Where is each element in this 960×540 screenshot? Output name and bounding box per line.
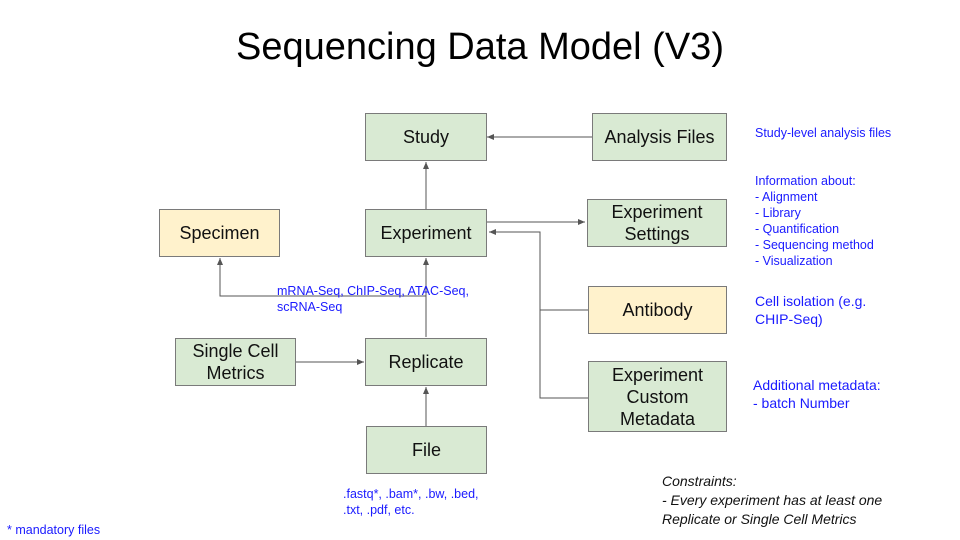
note-additional-metadata: Additional metadata: - batch Number xyxy=(753,377,881,411)
node-specimen: Specimen xyxy=(159,209,280,257)
edge-replicate-to-specimen xyxy=(217,258,426,297)
note-assay-types: mRNA-Seq, ChIP-Seq, ATAC-Seq, scRNA-Seq xyxy=(277,284,469,314)
edge-custom-metadata-branch xyxy=(539,310,588,399)
note-study-level: Study-level analysis files xyxy=(755,126,892,140)
note-mandatory-files: * mandatory files xyxy=(7,523,101,537)
constraints-note: Constraints: - Every experiment has at l… xyxy=(662,473,883,527)
node-replicate: Replicate xyxy=(365,338,487,386)
node-analysis-files: Analysis Files xyxy=(592,113,727,161)
node-antibody: Antibody xyxy=(588,286,727,334)
page-title: Sequencing Data Model (V3) xyxy=(236,26,724,68)
note-cell-isolation: Cell isolation (e.g. CHIP-Seq) xyxy=(755,293,867,327)
edge-antibody-to-experiment xyxy=(489,229,588,311)
note-settings-info: Information about: - Alignment - Library… xyxy=(755,174,874,268)
node-file: File xyxy=(366,426,487,474)
node-study: Study xyxy=(365,113,487,161)
note-file-types: .fastq*, .bam*, .bw, .bed, .txt, .pdf, e… xyxy=(343,487,479,517)
node-single-cell-metrics: Single Cell Metrics xyxy=(175,338,296,386)
node-experiment-custom-metadata: Experiment Custom Metadata xyxy=(588,361,727,432)
node-experiment: Experiment xyxy=(365,209,487,257)
node-experiment-settings: Experiment Settings xyxy=(587,199,727,247)
